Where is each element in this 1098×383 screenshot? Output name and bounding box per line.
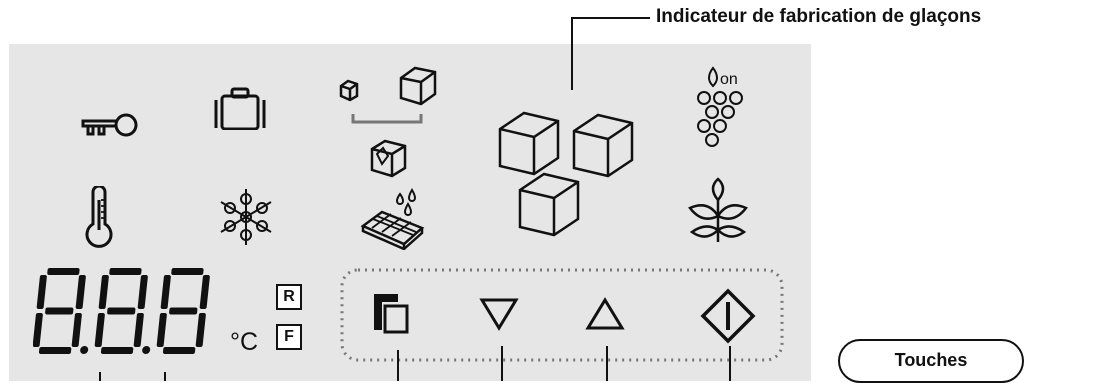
display-segment: [107, 307, 136, 315]
display-segment: [195, 313, 206, 347]
display-segment: [199, 275, 210, 309]
display-segment: [36, 275, 47, 309]
ice-tray-icon: [360, 188, 434, 250]
display-segment: [109, 268, 142, 275]
ice-maker-leader-line: [571, 17, 650, 90]
down-key-icon[interactable]: [478, 296, 520, 332]
snowflake-icon: [216, 187, 276, 247]
display-segment: [137, 275, 148, 309]
display-segment: [171, 268, 204, 275]
display-segment: [156, 313, 167, 347]
keys-label: Touches: [838, 339, 1024, 383]
display-segment: [100, 347, 134, 354]
plant-icon: [686, 176, 750, 246]
ice-crystal-icon: [367, 138, 409, 180]
thermometer-icon: [84, 186, 114, 250]
mode-r-indicator: R: [276, 284, 302, 310]
display-segment: [38, 347, 72, 354]
mode-f-indicator: F: [276, 324, 302, 350]
key-icon: [80, 112, 142, 142]
display-decimal-point: [80, 346, 89, 354]
display-segment: [71, 313, 82, 347]
ice-maker-callout-label: Indicateur de fabrication de glaçons: [656, 6, 982, 27]
wine-grapes-icon: on: [694, 64, 754, 152]
display-segment: [33, 313, 43, 347]
display-decimal-point: [142, 346, 151, 354]
ice-cube-size-icon: [335, 64, 445, 130]
ice-maker-indicator-icon: [494, 86, 654, 246]
select-key-icon[interactable]: [372, 292, 412, 336]
display-segment: [169, 307, 198, 315]
temperature-display: [33, 266, 233, 362]
display-segment: [94, 313, 105, 347]
display-segment: [98, 275, 109, 309]
display-segment: [133, 313, 144, 347]
keys-dotted-frame: [340, 268, 786, 364]
power-key-icon[interactable]: [700, 288, 756, 344]
suitcase-icon: [212, 86, 268, 130]
display-segment: [47, 268, 80, 275]
celsius-unit-label: °C: [230, 328, 259, 356]
display-segment: [45, 307, 74, 315]
up-key-icon[interactable]: [584, 296, 626, 332]
display-segment: [160, 275, 171, 309]
display-segment: [75, 275, 86, 309]
svg-text:on: on: [720, 71, 738, 88]
display-segment: [162, 347, 196, 354]
